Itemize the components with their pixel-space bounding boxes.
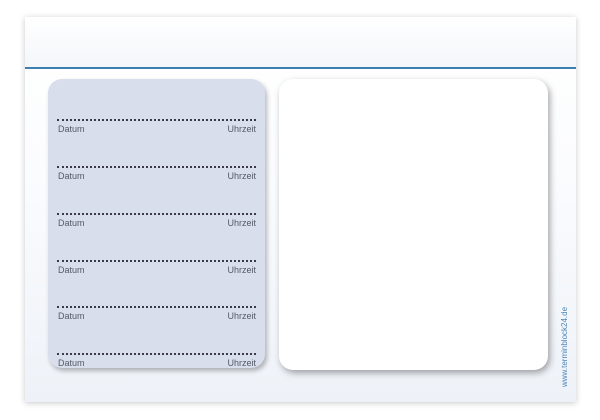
appointment-slot: Datum Uhrzeit: [57, 353, 256, 373]
header-strip: [25, 17, 576, 67]
dotted-write-line: [57, 306, 256, 308]
appointment-card: Datum Uhrzeit Datum Uhrzeit Datum Uhrzei…: [25, 17, 576, 402]
appointment-slot: Datum Uhrzeit: [57, 306, 256, 326]
time-label: Uhrzeit: [227, 171, 256, 181]
header-divider: [25, 67, 576, 69]
appointment-slot: Datum Uhrzeit: [57, 260, 256, 280]
appointment-slot: Datum Uhrzeit: [57, 119, 256, 139]
date-label: Datum: [58, 358, 85, 368]
website-url: www.terminblock24.de: [560, 306, 569, 387]
dotted-write-line: [57, 260, 256, 262]
appointment-slot: Datum Uhrzeit: [57, 213, 256, 233]
time-label: Uhrzeit: [227, 218, 256, 228]
date-label: Datum: [58, 311, 85, 321]
date-label: Datum: [58, 124, 85, 134]
date-label: Datum: [58, 171, 85, 181]
notes-panel: [279, 79, 548, 370]
appointment-slots-panel: Datum Uhrzeit Datum Uhrzeit Datum Uhrzei…: [48, 79, 265, 368]
time-label: Uhrzeit: [227, 124, 256, 134]
time-label: Uhrzeit: [227, 358, 256, 368]
appointment-slot: Datum Uhrzeit: [57, 166, 256, 186]
dotted-write-line: [57, 119, 256, 121]
time-label: Uhrzeit: [227, 265, 256, 275]
date-label: Datum: [58, 265, 85, 275]
dotted-write-line: [57, 353, 256, 355]
time-label: Uhrzeit: [227, 311, 256, 321]
dotted-write-line: [57, 166, 256, 168]
date-label: Datum: [58, 218, 85, 228]
dotted-write-line: [57, 213, 256, 215]
